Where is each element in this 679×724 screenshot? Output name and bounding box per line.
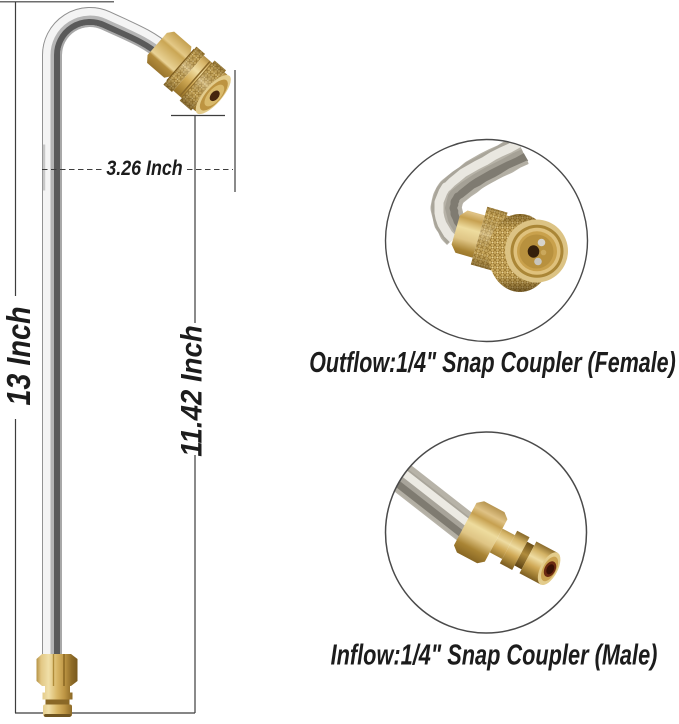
svg-text:11.42 Inch: 11.42 Inch: [176, 325, 209, 457]
svg-text:Outflow:1/4" Snap Coupler (Fem: Outflow:1/4" Snap Coupler (Female): [309, 347, 676, 379]
svg-text:13 Inch: 13 Inch: [0, 306, 37, 405]
svg-text:3.26 Inch: 3.26 Inch: [106, 157, 182, 181]
svg-text:Inflow:1/4" Snap Coupler (Male: Inflow:1/4" Snap Coupler (Male): [331, 640, 658, 672]
